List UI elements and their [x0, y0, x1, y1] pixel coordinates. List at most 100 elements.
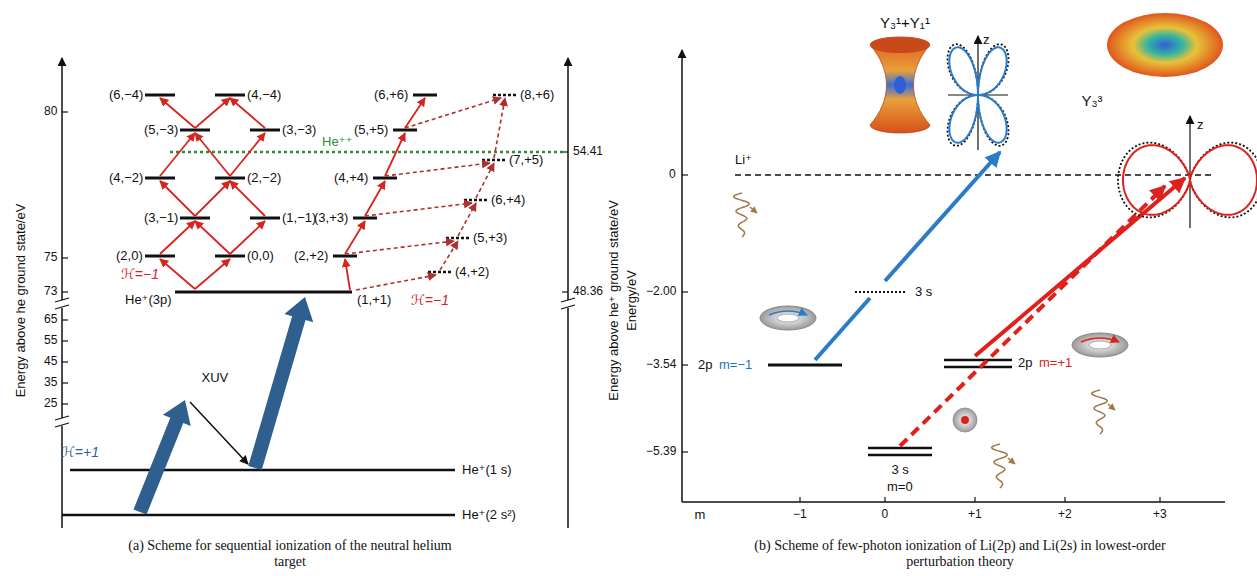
tick-label: 65	[44, 313, 57, 327]
level-label: (8,+6)	[520, 88, 554, 103]
polar-fit	[949, 47, 1006, 142]
axis-tick	[62, 361, 68, 362]
rotation-arrow	[1108, 404, 1115, 410]
energy-level	[446, 237, 470, 240]
level-label: He⁺(3p)	[125, 293, 172, 308]
level-label: 2p	[1018, 356, 1032, 371]
photon-arrow	[815, 298, 870, 360]
orbital-sphere	[953, 408, 977, 432]
photon-arrow	[345, 221, 365, 254]
axis-tick	[682, 451, 688, 452]
axis-tick	[62, 257, 68, 258]
axis-tick	[974, 497, 975, 502]
tick-label: 75	[44, 251, 57, 265]
light-wave	[734, 193, 750, 237]
xuv-arrow	[248, 297, 313, 470]
tick-label: −2.00	[646, 285, 676, 299]
tick-label: 73	[44, 285, 57, 299]
level-label: (2,0)	[116, 249, 143, 264]
level-label: (2,−2)	[247, 171, 281, 186]
tick-label: +2	[1058, 508, 1072, 522]
axis-tick	[682, 174, 688, 175]
level-label: (4,+2)	[455, 265, 489, 280]
tick-label: 48.36	[573, 285, 603, 299]
energy-level	[215, 255, 245, 258]
quantum-number: m=−1	[719, 358, 752, 373]
level-label: 3 s	[915, 285, 932, 300]
axis-tick	[682, 291, 688, 292]
axis-break	[55, 298, 69, 302]
energy-level	[482, 159, 506, 162]
tick-label: 45	[44, 355, 57, 369]
photon-arrow	[230, 98, 265, 128]
energy-level	[180, 217, 210, 220]
photon-arrow	[900, 186, 1165, 446]
axis-title: m	[695, 508, 706, 523]
polar-data	[948, 44, 1009, 146]
figure-caption: (a) Scheme for sequential ionization of …	[120, 538, 460, 570]
rotation-arrow	[769, 311, 807, 315]
photon-arrow	[160, 133, 195, 176]
photon-arrow	[345, 259, 350, 290]
orbital-hole	[1089, 341, 1111, 349]
level-label: (5,+3)	[473, 231, 507, 246]
orbital-hole	[777, 314, 799, 322]
photon-arrow	[365, 203, 472, 216]
orbital-3d	[870, 37, 930, 53]
photon-arrow	[195, 221, 230, 254]
level-label: 3 s	[892, 463, 909, 478]
energy-level	[944, 359, 1012, 362]
helicity-label: ℋ=−1	[121, 266, 159, 282]
energy-level	[215, 177, 245, 180]
tick-label: −5.39	[646, 445, 676, 459]
orbital-label: Y₃³	[1082, 92, 1103, 109]
axis-break	[55, 305, 69, 309]
level-label: (3,−1)	[144, 211, 178, 226]
light-wave	[992, 444, 1008, 488]
axis-tick	[799, 497, 800, 502]
photon-arrow	[365, 181, 385, 216]
rotation-arrow	[1081, 338, 1119, 342]
photon-arrow	[975, 178, 1185, 356]
helicity-label: ℋ=+1	[61, 444, 99, 460]
level-label: (6,+4)	[491, 193, 525, 208]
axis-break	[55, 416, 69, 420]
photon-arrow	[356, 275, 436, 290]
level-label: (0,0)	[247, 249, 274, 264]
photon-arrow	[195, 98, 230, 128]
photon-arrow	[195, 133, 230, 176]
tick-label: 54.41	[573, 145, 603, 159]
photon-arrow	[385, 163, 490, 176]
energy-axis	[567, 58, 569, 528]
tick-label: +3	[1153, 508, 1167, 522]
photon-arrow	[345, 241, 454, 254]
ionization-threshold	[735, 174, 1215, 176]
photon-arrow	[885, 152, 1000, 281]
tick-label: 55	[44, 334, 57, 348]
axis-break	[55, 423, 69, 427]
axis-tick	[1064, 497, 1065, 502]
energy-axis	[681, 50, 683, 502]
energy-level	[333, 255, 357, 258]
axis-tick	[62, 111, 68, 112]
energy-level	[180, 129, 210, 132]
axis-tick	[562, 291, 568, 292]
tick-label: 25	[44, 397, 57, 411]
level-label: (2,+2)	[294, 249, 328, 264]
xuv-arrow	[134, 400, 191, 515]
axis-tick	[1159, 497, 1160, 502]
level-label: (3,−3)	[282, 123, 316, 138]
energy-level	[464, 199, 488, 202]
photon-arrow	[494, 98, 505, 158]
energy-level	[145, 255, 175, 258]
polar-fit	[1123, 145, 1257, 215]
level-label: (1,−1)	[282, 211, 316, 226]
tick-label: 0	[669, 168, 676, 182]
tick-label: −1	[793, 508, 807, 522]
threshold-label: He⁺⁺	[322, 135, 352, 150]
tick-label: 0	[882, 508, 889, 522]
axis-tick	[62, 319, 68, 320]
energy-level	[428, 271, 452, 274]
axis-tick	[62, 291, 68, 292]
axis-break	[561, 298, 575, 302]
